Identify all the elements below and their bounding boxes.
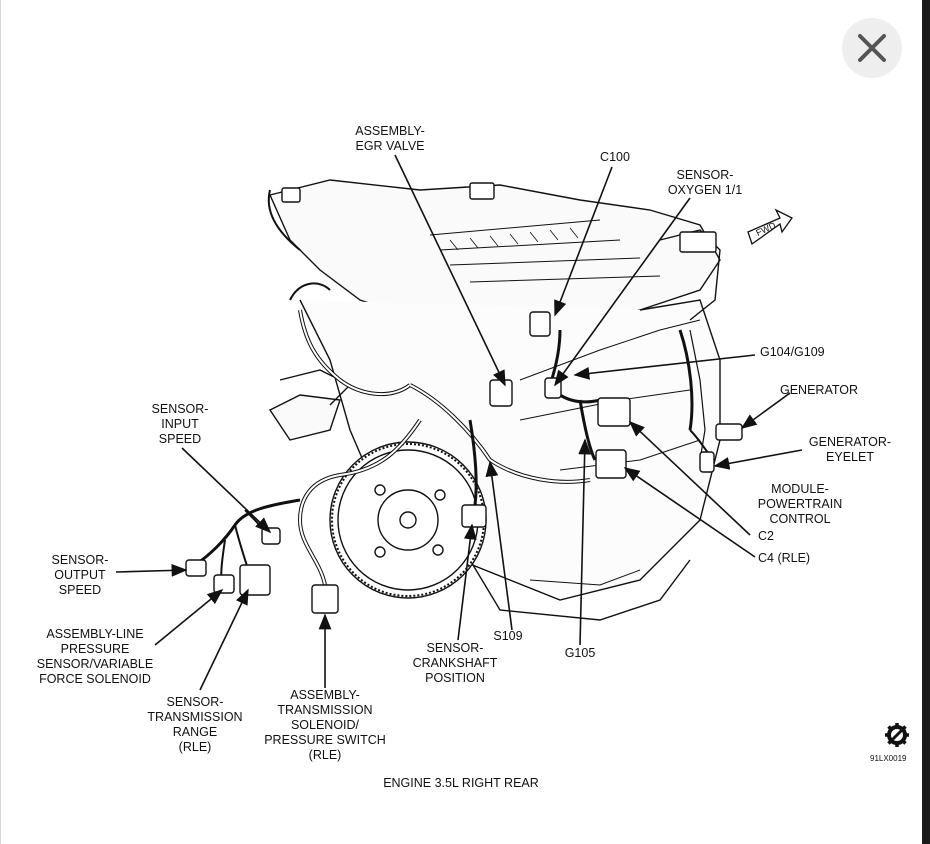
label-c4: C4 (RLE): [758, 551, 811, 565]
connector-generator: [715, 423, 743, 441]
label-egr-valve: ASSEMBLY- EGR VALVE: [355, 124, 425, 153]
label-crankshaft-sensor: SENSOR- CRANKSHAFT POSITION: [412, 641, 498, 685]
connector-top-left: [281, 187, 301, 203]
window-edge: [922, 0, 930, 844]
logo: [884, 722, 910, 753]
callout-lines: [115, 154, 803, 691]
label-pcm: MODULE- POWERTRAIN CONTROL: [757, 482, 843, 526]
fwd-arrow: [747, 208, 793, 246]
label-g104-g109: G104/G109: [760, 345, 825, 359]
diagram-caption: ENGINE 3.5L RIGHT REAR: [383, 776, 539, 790]
wiring-harness: [194, 189, 711, 589]
close-icon: [858, 34, 886, 62]
connectors: [185, 182, 743, 614]
connector-input-speed: [261, 527, 281, 545]
connector-c100: [529, 311, 551, 337]
label-transmission-range: SENSOR- TRANSMISSION RANGE (RLE): [147, 695, 243, 754]
label-transmission-solenoid: ASSEMBLY- TRANSMISSION SOLENOID/ PRESSUR…: [264, 688, 386, 762]
connector-eyelet: [699, 451, 715, 473]
connector-trans-range: [239, 564, 271, 596]
engine-block: [299, 299, 721, 601]
label-c2: C2: [758, 529, 774, 543]
figure-code: 91LX0019: [870, 754, 907, 763]
label-input-speed: SENSOR- INPUT SPEED: [151, 402, 209, 446]
label-output-speed: SENSOR- OUTPUT SPEED: [51, 553, 109, 597]
label-generator: GENERATOR: [780, 383, 859, 397]
connector-line-pressure: [213, 574, 235, 594]
close-button[interactable]: [842, 18, 902, 78]
label-c100: C100: [600, 150, 630, 164]
connector-c2: [597, 397, 631, 427]
gear-logo-icon: [885, 723, 909, 747]
connector-crankshaft: [461, 504, 487, 528]
label-generator-eyelet: GENERATOR- EYELET: [808, 435, 892, 464]
connector-c4: [595, 449, 627, 479]
connector-top-right: [679, 231, 717, 253]
connector-top-mid: [469, 182, 495, 200]
connector-output-speed: [185, 559, 207, 577]
connector-egr: [489, 379, 513, 407]
label-g105: G105: [564, 646, 596, 660]
label-line-pressure: ASSEMBLY-LINE PRESSURE SENSOR/VARIABLE F…: [36, 627, 154, 686]
engine-illustration: [268, 179, 721, 621]
label-oxygen-sensor: SENSOR- OXYGEN 1/1: [667, 168, 743, 197]
connector-solenoid: [311, 584, 339, 614]
label-s109: S109: [493, 629, 523, 643]
